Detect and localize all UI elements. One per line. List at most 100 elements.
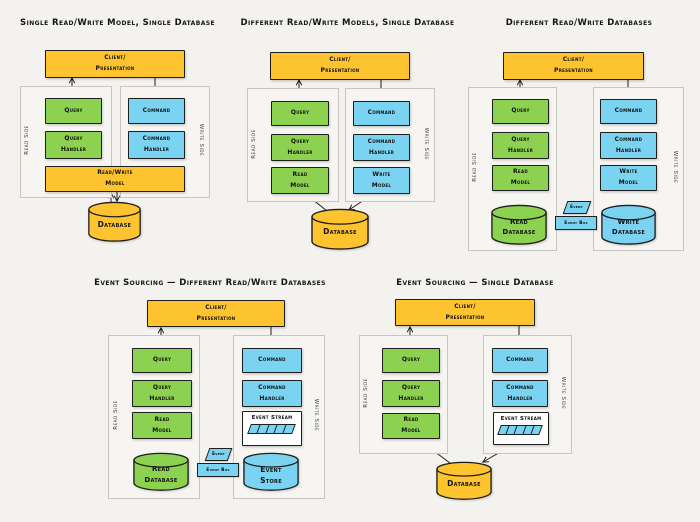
read-database-label: Read Database	[502, 217, 536, 237]
cylinder-shape	[311, 208, 369, 250]
read-database-cylinder: Read Database	[132, 452, 190, 492]
command-box: Command	[600, 99, 657, 124]
event-stream-label: Event Stream	[500, 416, 542, 422]
command-box: Command	[353, 101, 410, 126]
read-write-model-label: Read/Write Model	[97, 169, 133, 187]
read-model-label: Read Model	[290, 170, 310, 189]
query-box: Query	[45, 98, 102, 124]
query-box: Query	[271, 101, 329, 126]
event-store-label: Event Store	[260, 465, 282, 486]
command-handler-label: Command Handler	[258, 383, 286, 402]
event-cell	[282, 424, 296, 434]
cylinder-shape	[243, 452, 299, 491]
diagram-title: Event Sourcing — Single Database	[396, 278, 554, 288]
diagram-diff-models-single-db: Different Read/Write Models, Single Data…	[240, 14, 455, 264]
command-box: Command	[242, 348, 302, 373]
read-side-label: Read Side	[113, 400, 119, 430]
event-label: Event	[570, 205, 584, 210]
client-presentation-box: Client/ Presentation	[45, 50, 185, 78]
write-model-label: Write Model	[618, 168, 639, 186]
command-handler-box: Command Handler	[353, 134, 410, 161]
client-presentation-label: Client/ Presentation	[95, 54, 135, 72]
database-label: Database	[447, 478, 481, 488]
write-side-label: Write Side	[560, 376, 566, 410]
event-store-cylinder: Event Store	[242, 452, 300, 492]
query-handler-label: Query Handler	[507, 135, 534, 154]
query-handler-box: Query Handler	[132, 380, 192, 407]
command-box: Command	[492, 348, 548, 373]
query-handler-box: Query Handler	[382, 380, 440, 407]
read-database-label: Read Database	[144, 465, 178, 484]
event-bus-label: Event Bus	[206, 467, 230, 473]
diagram-diff-databases: Different Read/Write Databases Read Side…	[463, 14, 695, 266]
client-presentation-label: Client/ Presentation	[196, 303, 236, 322]
query-label: Query	[511, 107, 530, 115]
write-side-label: Write Side	[672, 150, 678, 184]
command-handler-box: Command Handler	[600, 132, 657, 159]
read-model-label: Read Model	[152, 415, 172, 434]
event-cell	[530, 425, 544, 435]
write-database-cylinder: Write Database	[600, 204, 657, 246]
client-presentation-box: Client/ Presentation	[147, 300, 285, 327]
query-label: Query	[290, 109, 310, 117]
query-label: Query	[401, 356, 421, 364]
query-box: Query	[382, 348, 440, 373]
read-model-box: Read Model	[132, 412, 192, 439]
query-box: Query	[492, 99, 549, 124]
command-label: Command	[614, 107, 643, 115]
command-box: Command	[128, 98, 185, 124]
event-stream-box: Event Stream	[493, 412, 549, 445]
cylinder-shape	[133, 452, 189, 491]
command-label: Command	[367, 109, 396, 117]
read-side-label: Read Side	[363, 378, 369, 408]
diagram-event-sourcing-single-db: Event Sourcing — Single Database Read Si…	[355, 272, 595, 514]
client-presentation-box: Client/ Presentation	[270, 52, 410, 80]
command-label: Command	[506, 356, 534, 364]
event-parallelogram: Event	[204, 448, 233, 461]
command-label: Command	[258, 356, 286, 364]
query-handler-label: Query Handler	[287, 137, 313, 156]
read-model-box: Read Model	[382, 413, 440, 439]
cylinder-shape	[601, 204, 656, 245]
command-handler-label: Command Handler	[142, 135, 171, 153]
database-label: Database	[97, 219, 132, 229]
command-handler-box: Command Handler	[128, 131, 185, 159]
event-parallelogram: Event	[562, 201, 592, 214]
event-stream-box: Event Stream	[242, 411, 302, 446]
event-stream-strip	[497, 425, 544, 435]
cylinder-shape	[436, 461, 492, 500]
diagram-title: Event Sourcing — Different Read/Write Da…	[94, 278, 326, 288]
read-model-box: Read Model	[492, 165, 549, 191]
query-handler-label: Query Handler	[60, 135, 87, 153]
client-presentation-box: Client/ Presentation	[503, 52, 644, 80]
query-box: Query	[132, 348, 192, 373]
read-side-label: Read Side	[24, 125, 30, 155]
query-handler-label: Query Handler	[149, 383, 175, 402]
database-cylinder: Database	[435, 461, 493, 501]
command-handler-box: Command Handler	[492, 380, 548, 407]
command-handler-label: Command Handler	[506, 383, 534, 402]
database-cylinder: Database	[87, 201, 142, 243]
query-handler-box: Query Handler	[492, 132, 549, 159]
diagram-title: Single Read/Write Model, Single Database	[20, 18, 215, 28]
event-bus-label: Event Bus	[564, 220, 588, 226]
write-database-label: Write Database	[611, 217, 646, 237]
diagram-title: Different Read/Write Models, Single Data…	[240, 18, 455, 28]
command-handler-box: Command Handler	[242, 380, 302, 407]
write-model-box: Write Model	[600, 165, 657, 191]
query-label: Query	[64, 106, 83, 114]
cylinder-shape	[88, 201, 141, 242]
diagram-title: Different Read/Write Databases	[505, 18, 653, 28]
query-handler-label: Query Handler	[398, 383, 424, 402]
database-label: Database	[323, 227, 357, 237]
client-presentation-label: Client/ Presentation	[554, 56, 593, 74]
database-cylinder: Database	[310, 208, 370, 251]
command-handler-label: Command Handler	[367, 137, 396, 156]
query-label: Query	[152, 356, 172, 364]
diagram-event-sourcing-diff-db: Event Sourcing — Different Read/Write Da…	[85, 272, 335, 514]
write-side-label: Write Side	[198, 123, 204, 157]
read-write-model-box: Read/Write Model	[45, 166, 185, 192]
query-handler-box: Query Handler	[271, 134, 329, 161]
read-model-label: Read Model	[401, 416, 421, 434]
